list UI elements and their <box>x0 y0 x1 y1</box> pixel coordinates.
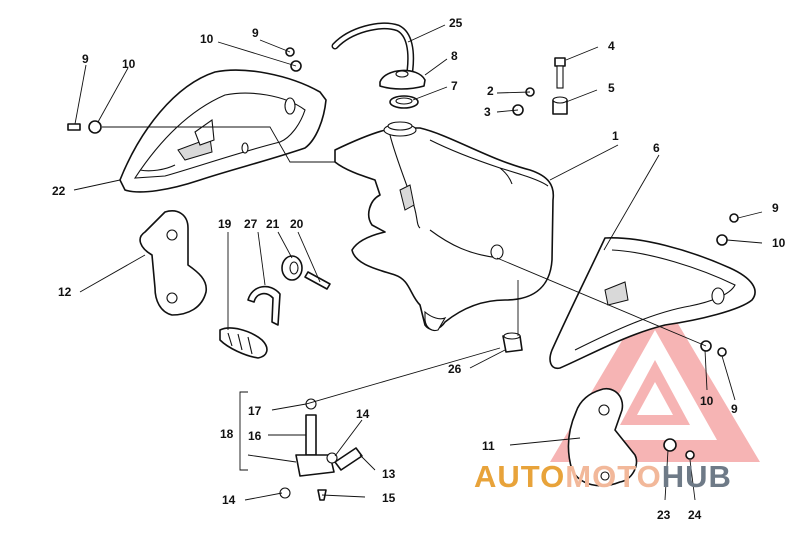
callout-20: 20 <box>290 217 304 231</box>
callout-labels: 1 2 3 4 5 6 7 8 25 9 10 9 10 22 12 19 27… <box>52 16 786 522</box>
callout-1: 1 <box>612 129 619 143</box>
part-6-right-side-cover <box>549 237 756 370</box>
callout-15: 15 <box>382 491 396 505</box>
callout-27: 27 <box>244 217 258 231</box>
part-21-bushing <box>281 255 303 281</box>
callout-9-right: 9 <box>772 201 779 215</box>
callout-17: 17 <box>248 404 262 418</box>
callout-26: 26 <box>448 362 462 376</box>
part-9-screw-cover <box>717 347 727 357</box>
callout-11: 11 <box>482 439 495 453</box>
callout-22: 22 <box>52 184 66 198</box>
callout-4: 4 <box>608 39 615 53</box>
callout-13: 13 <box>382 467 396 481</box>
callout-8: 8 <box>451 49 458 63</box>
callout-14-top: 14 <box>356 407 370 421</box>
watermark-moto: MOTO <box>565 459 661 494</box>
watermark-auto: AUTO <box>474 459 565 494</box>
watermark-hub: HUB <box>662 459 732 494</box>
callout-6: 6 <box>653 141 660 155</box>
part-25-hose <box>331 22 415 74</box>
part-12-left-bracket <box>139 210 208 316</box>
callout-7: 7 <box>451 79 458 93</box>
part-9-screw-right <box>729 213 739 223</box>
callout-9-left: 9 <box>82 52 89 66</box>
callout-9-cover: 9 <box>731 402 738 416</box>
part-7-cap-ring <box>389 95 419 109</box>
callout-24: 24 <box>688 508 702 522</box>
callout-12: 12 <box>58 285 72 299</box>
part-26-rubber-mount <box>502 332 523 353</box>
callout-3: 3 <box>484 105 491 119</box>
callout-9-top: 9 <box>252 26 259 40</box>
callout-5: 5 <box>608 81 615 95</box>
callout-14-bottom: 14 <box>222 493 236 507</box>
callout-25: 25 <box>449 16 463 30</box>
part-1-fuel-tank <box>334 121 555 332</box>
part-9-screw-left <box>67 123 81 131</box>
callout-21: 21 <box>266 217 280 231</box>
part-5-spacer <box>552 96 568 115</box>
callout-16: 16 <box>248 429 262 443</box>
callout-10-cover: 10 <box>700 394 714 408</box>
part-22-left-side-cover <box>119 69 327 193</box>
callout-18: 18 <box>220 427 234 441</box>
callout-2: 2 <box>487 84 494 98</box>
callout-10-top: 10 <box>200 32 214 46</box>
part-8-filler-cap <box>379 69 426 90</box>
part-20-bolt <box>304 271 331 290</box>
part-19-spring-clip <box>219 327 268 359</box>
part-10-grommet-left <box>88 120 102 134</box>
callout-19: 19 <box>218 217 232 231</box>
part-13-fuel-hose <box>334 447 363 471</box>
part-27-clamp <box>247 285 281 326</box>
part-16-fuel-tap <box>295 398 335 477</box>
watermark-logo-text: AUTOMOTOHUB <box>474 459 732 494</box>
leader-lines <box>73 24 763 501</box>
part-23-grommet <box>663 438 677 452</box>
part-4-bolt <box>554 57 566 89</box>
part-10-grommet-right <box>716 234 728 246</box>
callout-10-right: 10 <box>772 236 786 250</box>
callout-10-left: 10 <box>122 57 136 71</box>
callout-23: 23 <box>657 508 671 522</box>
part-11-right-bracket <box>567 388 638 487</box>
part-24-screw <box>685 450 695 460</box>
